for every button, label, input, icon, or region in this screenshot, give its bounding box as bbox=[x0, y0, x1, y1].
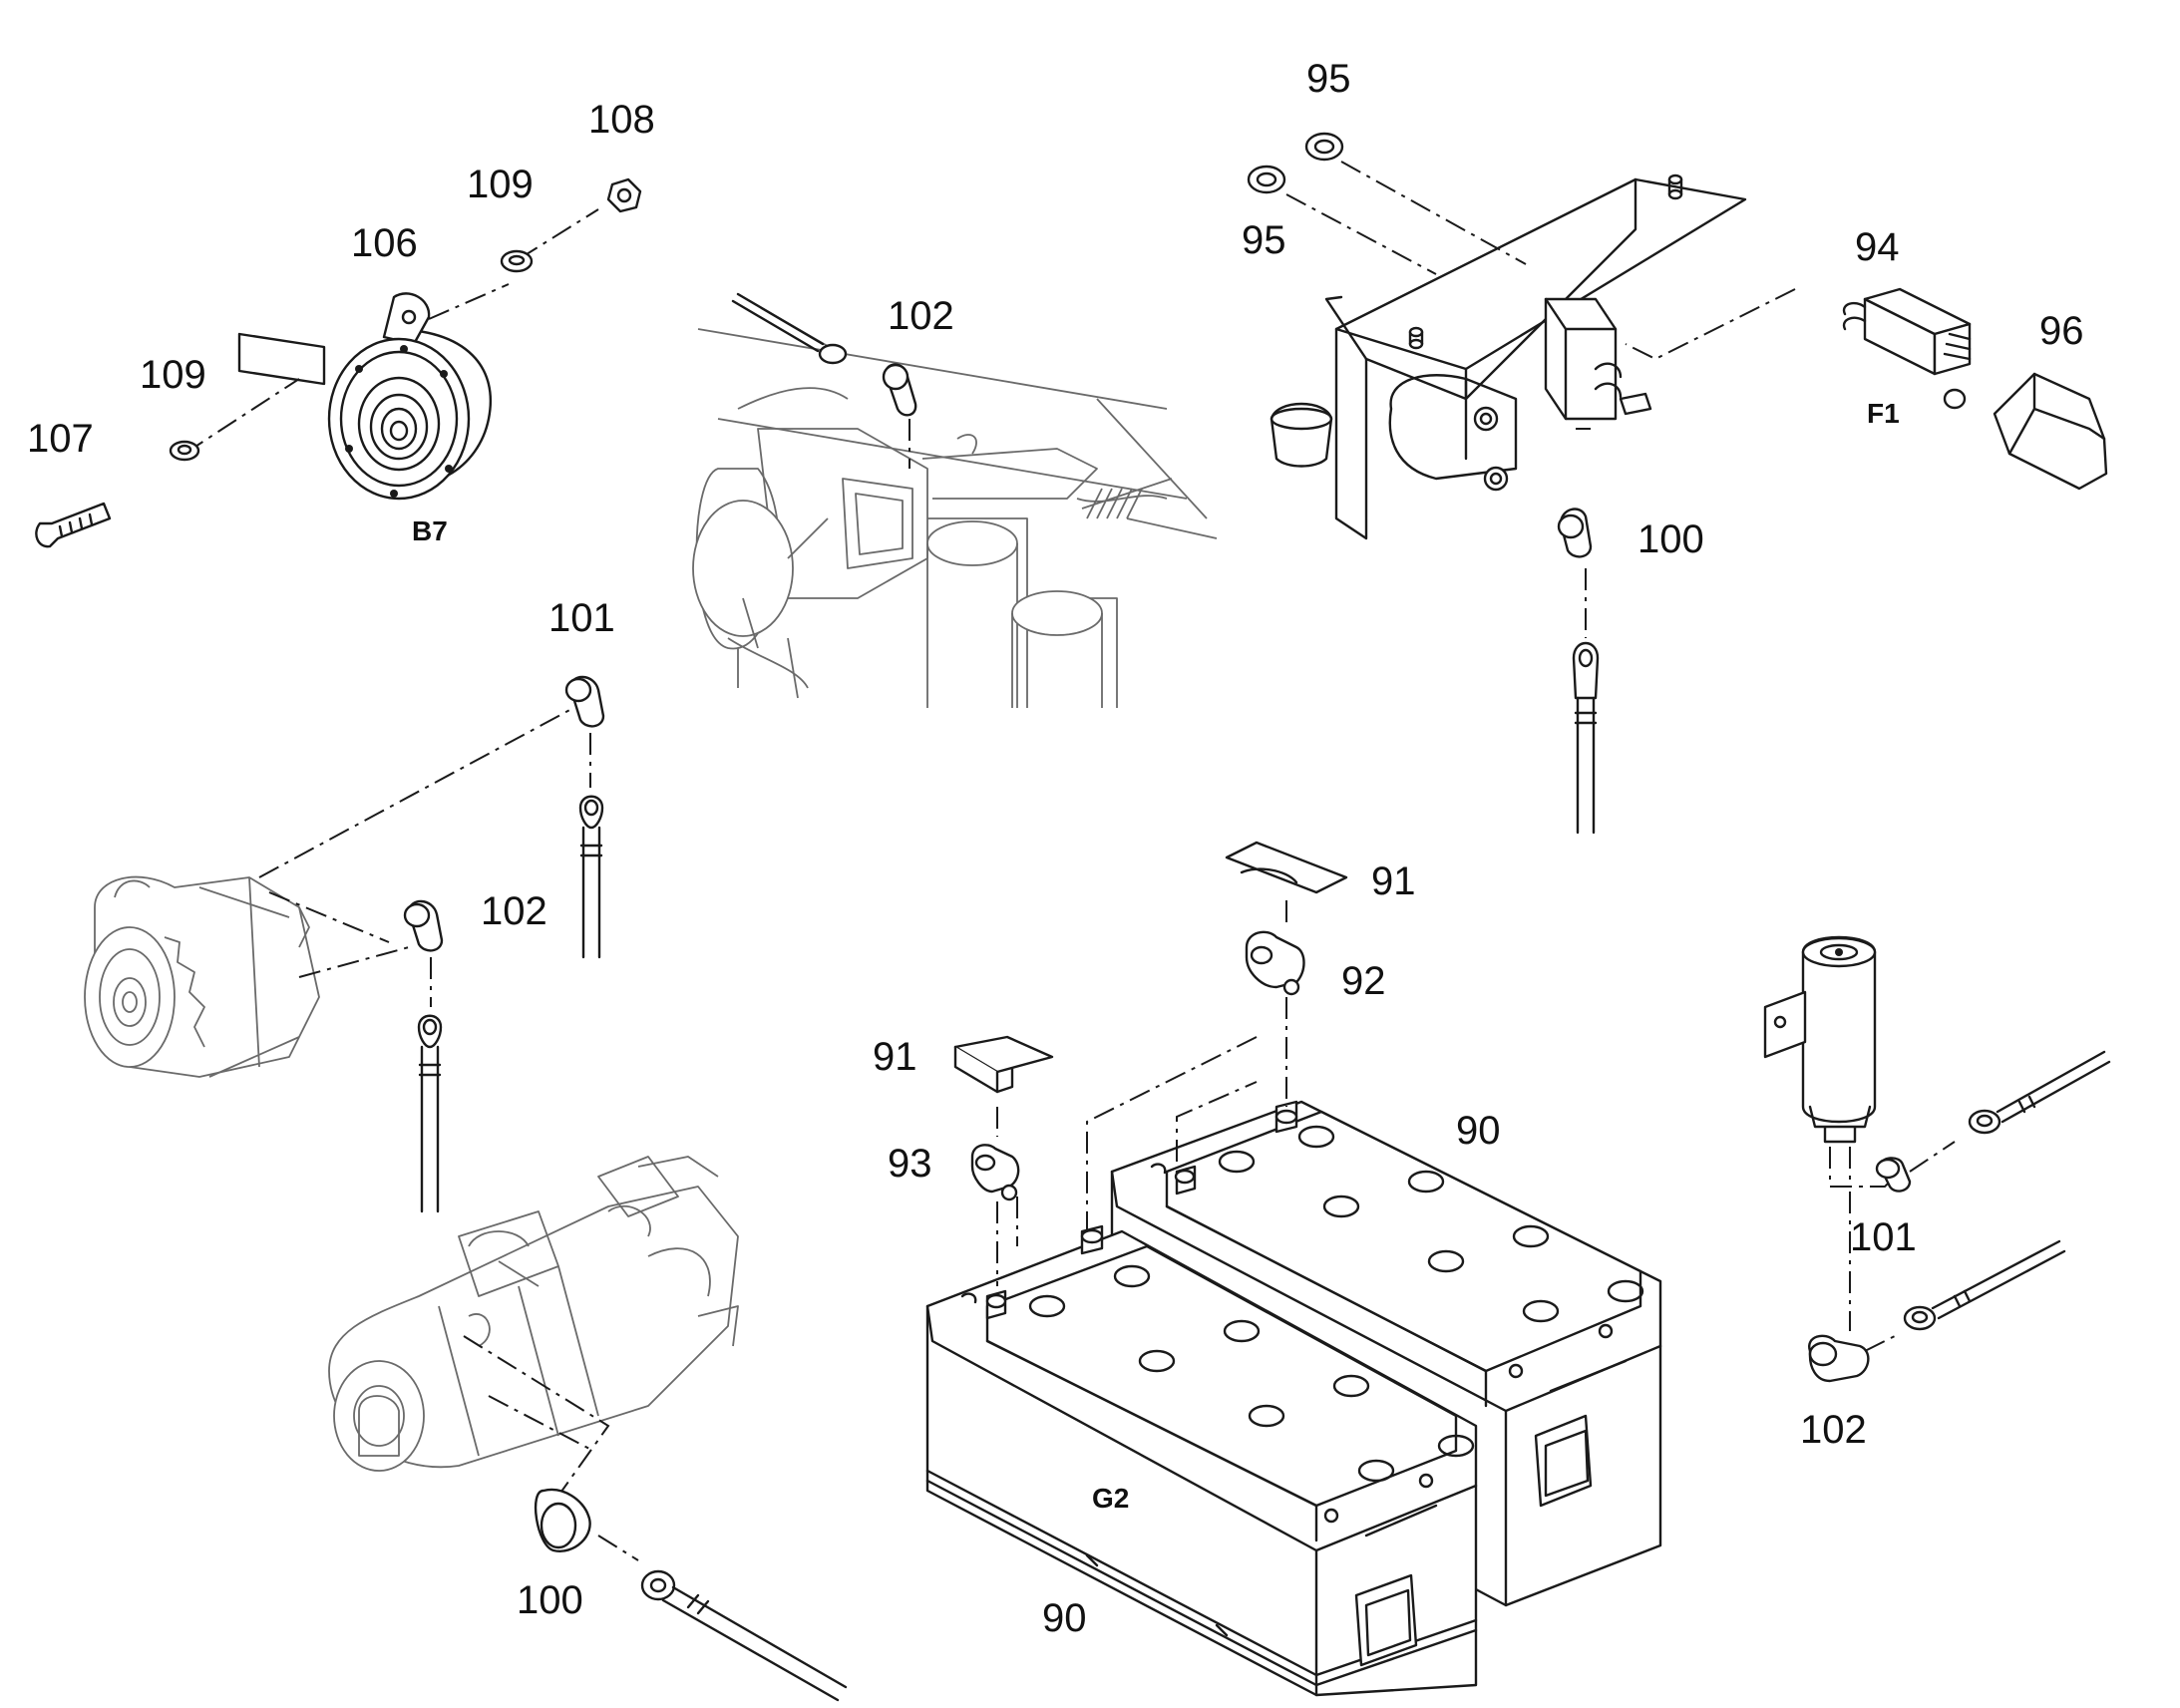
callout-95-left: 95 bbox=[1242, 218, 1286, 262]
callout-92: 92 bbox=[1341, 959, 1386, 1003]
callout-100-starter: 100 bbox=[517, 1578, 583, 1622]
callout-95-top: 95 bbox=[1306, 57, 1351, 101]
callout-101-solenoid: 101 bbox=[1850, 1215, 1917, 1259]
cable-102-engine bbox=[731, 292, 917, 469]
battery-g2-assembly bbox=[925, 841, 1662, 1697]
starter-motor-assembly bbox=[328, 1156, 848, 1702]
designator-g2: G2 bbox=[1092, 1483, 1129, 1514]
engine-block-background bbox=[692, 293, 1218, 708]
horn-b7-assembly bbox=[35, 177, 642, 548]
solenoid-assembly bbox=[1763, 935, 2111, 1383]
designator-b7: B7 bbox=[412, 515, 448, 546]
callout-100-relay: 100 bbox=[1637, 517, 1704, 561]
callout-93: 93 bbox=[888, 1142, 932, 1186]
callout-102-solenoid: 102 bbox=[1800, 1408, 1867, 1452]
designator-f1: F1 bbox=[1867, 398, 1900, 429]
callout-94: 94 bbox=[1855, 225, 1900, 269]
callout-102-alternator: 102 bbox=[481, 889, 547, 933]
alternator-assembly bbox=[84, 675, 605, 1213]
callout-90-rear: 90 bbox=[1456, 1109, 1501, 1153]
callout-106: 106 bbox=[351, 221, 418, 265]
callout-102-engine: 102 bbox=[888, 294, 954, 338]
callout-101-alternator: 101 bbox=[548, 596, 615, 640]
callout-91-upper: 91 bbox=[1371, 859, 1416, 903]
callout-108: 108 bbox=[588, 98, 655, 142]
callout-109-upper: 109 bbox=[467, 163, 534, 206]
callout-109-lower: 109 bbox=[140, 353, 206, 397]
callout-96: 96 bbox=[2039, 309, 2084, 353]
callout-91-lower: 91 bbox=[873, 1035, 917, 1079]
relay-bracket-assembly bbox=[1247, 132, 2108, 835]
callout-90-front: 90 bbox=[1042, 1596, 1087, 1640]
callout-107: 107 bbox=[27, 417, 94, 461]
